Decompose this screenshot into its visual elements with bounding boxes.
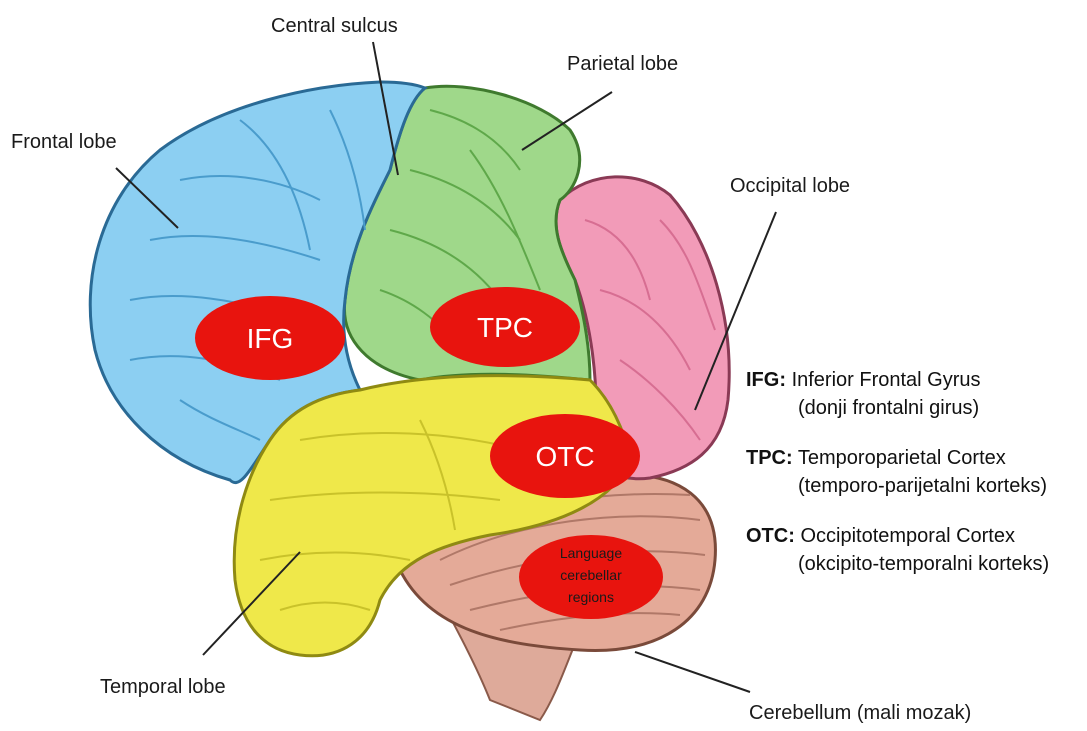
legend-translation: (okcipito-temporalni korteks) [746,550,1086,578]
cerebellar-label-line1: Language [560,545,623,561]
parietal-lobe-label: Parietal lobe [567,53,678,75]
legend-item-ifg: IFG: Inferior Frontal Gyrus (donji front… [746,366,1086,422]
legend-name: Temporoparietal Cortex [798,447,1006,469]
legend-abbr: TPC: [746,447,793,469]
legend-item-tpc: TPC: Temporoparietal Cortex (temporo-par… [746,444,1086,500]
cerebellar-label-line2: cerebellar [560,567,622,583]
legend-translation: (temporo-parijetalni korteks) [746,472,1086,500]
tpc-label: TPC [477,312,533,343]
temporal-lobe-label: Temporal lobe [100,676,226,698]
central-sulcus-label: Central sulcus [271,15,398,37]
abbreviation-legend: IFG: Inferior Frontal Gyrus (donji front… [746,366,1086,600]
otc-label: OTC [535,441,594,472]
legend-abbr: OTC: [746,525,795,547]
cerebellar-label-line3: regions [568,589,614,605]
cerebellum-label: Cerebellum (mali mozak) [749,702,971,724]
legend-item-otc: OTC: Occipitotemporal Cortex (okcipito-t… [746,522,1086,578]
legend-name: Occipitotemporal Cortex [800,525,1015,547]
legend-translation: (donji frontalni girus) [746,394,1086,422]
ifg-label: IFG [247,323,294,354]
legend-name: Inferior Frontal Gyrus [792,369,981,391]
occipital-lobe-label: Occipital lobe [730,175,850,197]
frontal-lobe-label: Frontal lobe [11,131,117,153]
legend-abbr: IFG: [746,369,786,391]
cerebellum-leader [635,652,750,692]
